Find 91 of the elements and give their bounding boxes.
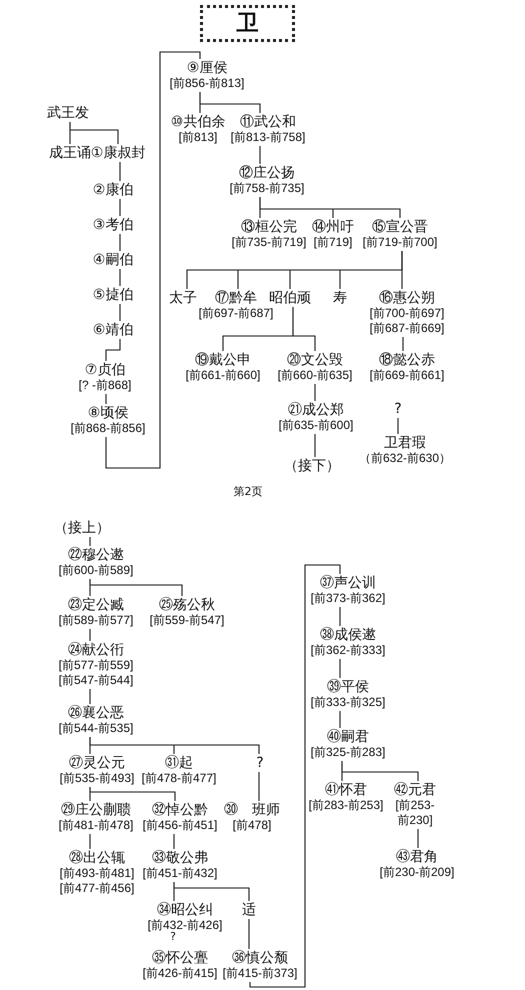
- ruler-entry: ㊸君角 [前230-前209]: [380, 849, 454, 880]
- connector-line: [339, 711, 341, 728]
- ruler-entry: ㉗灵公元 [前535-前493]: [60, 755, 134, 786]
- connector-line: [339, 607, 341, 626]
- connector-line: [89, 537, 91, 546]
- ruler-entry: ⑳文公毁 [前660-前635]: [278, 352, 352, 383]
- connector-line: [259, 146, 261, 164]
- connector-line: [89, 737, 260, 754]
- connector-line: [314, 434, 316, 457]
- connector-line: [199, 92, 261, 113]
- connector-line: [402, 337, 404, 351]
- ruler-entry: ㊱慎公颓 [前415-前373]: [222, 950, 298, 981]
- connector-line: [292, 307, 316, 351]
- ruler-entry: ㉟怀公亹 [前426-前415]: [142, 950, 218, 981]
- ruler-entry: ⑩共伯余 [前813]: [170, 114, 226, 145]
- ruler-entry: ㊶怀君 [前283-前253]: [308, 782, 384, 813]
- ruler-entry: ㉛起 [前478-前477]: [142, 755, 216, 786]
- ruler-entry: ⑮宣公晋 [前719-前700]: [362, 219, 438, 250]
- connector-line: [89, 689, 91, 704]
- ruler-entry: ⑭州吁 [前719]: [312, 219, 354, 250]
- connector-line: [89, 629, 91, 641]
- connector-line: [341, 761, 419, 781]
- connector-line: [89, 579, 183, 596]
- connector-line: [339, 659, 341, 678]
- ruler-entry: ⑥靖伯: [92, 322, 134, 338]
- connector-line: [249, 564, 341, 988]
- connector-line: [248, 919, 250, 949]
- ruler-entry: ⑫庄公扬 [前758-前735]: [230, 165, 304, 196]
- ruler-entry: ⑱懿公赤 [前669-前661]: [370, 352, 444, 383]
- ruler-entry: ㊳成侯遬 [前362-前333]: [310, 627, 386, 658]
- ruler-entry: ㉚ 班师 [前478]: [224, 802, 280, 833]
- ruler-entry: ㉔献公衎 [前577-前559] [前547-前544]: [58, 642, 134, 688]
- ruler-entry: ㉝敬公弗 [前451-前432]: [142, 850, 218, 881]
- connector-line: [105, 394, 107, 404]
- ruler-entry: ⑨厘侯 [前856-前813]: [170, 60, 244, 91]
- ruler-entry: ③考伯: [92, 217, 134, 233]
- ruler-entry: ⑯惠公朔 [前700-前697] [前687-前669]: [370, 290, 444, 336]
- ruler-entry: 寿: [333, 290, 347, 306]
- ruler-entry: ⑲戴公申 [前661-前660]: [186, 352, 260, 383]
- ruler-entry: ⑤㨗伯: [92, 287, 134, 303]
- connector-line: [173, 882, 250, 901]
- ruler-entry: ⑪武公和 [前813-前758]: [230, 114, 306, 145]
- connector-line: [397, 418, 399, 434]
- connector-line: [89, 834, 91, 849]
- ruler-entry: 成王诵: [49, 145, 91, 161]
- page-number: 第2页: [234, 484, 262, 499]
- ruler-entry: ?: [394, 401, 402, 417]
- ruler-entry: ④嗣伯: [92, 252, 134, 268]
- ruler-entry: ㊲声公训 [前373-前362]: [310, 575, 386, 606]
- ruler-entry: ㊷元君 [前253-前230]: [392, 782, 438, 828]
- ruler-entry: ⑦贞伯 [? -前868]: [78, 362, 132, 393]
- connector-line: [105, 339, 121, 361]
- connector-line: [105, 51, 201, 469]
- connector-line: [173, 834, 175, 849]
- ruler-entry: 卫君瑕 （前632-前630）: [358, 435, 452, 466]
- question-mark: ?: [170, 930, 176, 943]
- connector-line: [119, 234, 121, 251]
- connector-line: [119, 199, 121, 216]
- connector-line: [401, 251, 403, 289]
- ruler-entry: ㉖襄公恶 [前544-前535]: [58, 705, 134, 736]
- connector-line: [417, 829, 419, 848]
- connector-line: [119, 269, 121, 286]
- ruler-entry: ?: [256, 755, 264, 771]
- ruler-entry: ㉞昭公纠 [前432-前426]: [148, 902, 222, 933]
- ruler-entry: ㊴平侯 [前333-前325]: [310, 679, 386, 710]
- ruler-entry: ㉑成公郑 [前635-前600]: [278, 402, 354, 433]
- ruler-entry: ⑧顷侯 [前868-前856]: [70, 405, 146, 436]
- ruler-entry: 太子: [169, 290, 197, 306]
- connector-line: [314, 384, 316, 401]
- ruler-entry: ㉜悼公黔 [前456-前451]: [142, 802, 218, 833]
- connector-line: [259, 197, 401, 218]
- ruler-entry: 适: [242, 902, 256, 918]
- connector-line: [258, 772, 260, 801]
- ruler-entry: ⑬桓公完 [前735-前719]: [232, 219, 306, 250]
- ruler-entry: ①康叔封: [90, 145, 146, 161]
- connector-line: [119, 162, 121, 181]
- connector-line: [89, 787, 176, 801]
- connector-line: [119, 304, 121, 321]
- ruler-entry: ②康伯: [92, 182, 134, 198]
- connector-line: [69, 122, 119, 144]
- ruler-entry: ㊵嗣君 [前325-前283]: [310, 729, 386, 760]
- title: 卫: [236, 10, 258, 36]
- ruler-entry: 昭伯顽: [269, 290, 311, 306]
- ruler-entry: ㉓定公臧 [前589-前577]: [58, 597, 134, 628]
- ruler-entry: （接下）: [284, 458, 340, 474]
- ruler-entry: ㉒穆公遬 [前600-前589]: [58, 547, 134, 578]
- ruler-entry: ㉘出公辄 [前493-前481] [前477-前456]: [60, 850, 134, 896]
- ruler-entry: 武王发: [47, 105, 89, 121]
- ruler-entry: ㉕殇公秋 [前559-前547]: [150, 597, 224, 628]
- ruler-entry: ㉙庄公蒯聩 [前481-前478]: [58, 802, 134, 833]
- ruler-entry: （接上）: [54, 520, 110, 536]
